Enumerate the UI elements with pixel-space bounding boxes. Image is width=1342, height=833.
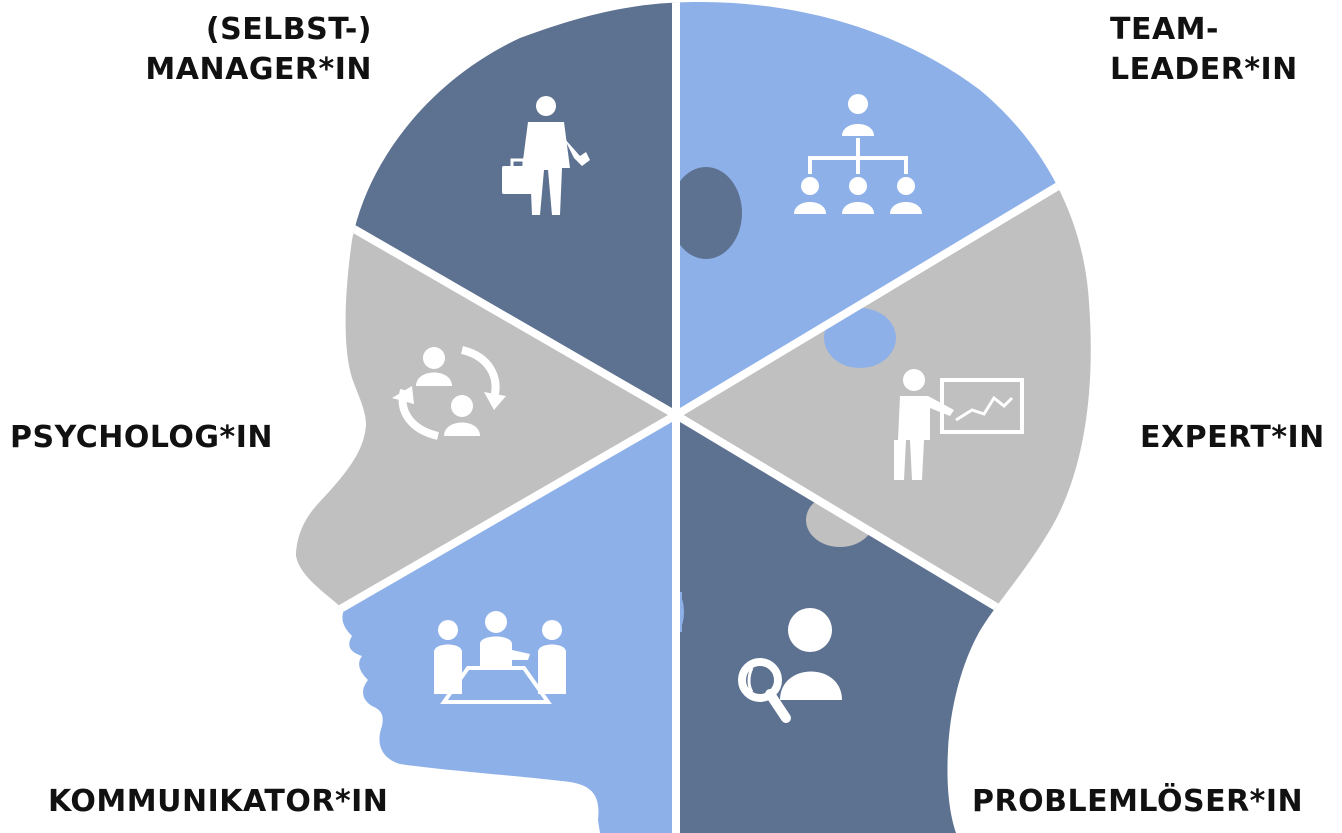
role-label-problemsolver-line-1: PROBLEMLÖSER*IN xyxy=(972,784,1304,819)
role-label-psychologist: PSYCHOLOG*IN xyxy=(10,418,273,458)
role-label-communicator: KOMMUNIKATOR*IN xyxy=(48,782,388,822)
businessman-briefcase-icon xyxy=(502,96,590,215)
knob-communicator-into-problemsolver xyxy=(612,572,684,652)
role-label-expert-line-1: EXPERT*IN xyxy=(1140,420,1325,455)
role-label-manager-line-1: (SELBST-) xyxy=(205,12,372,47)
role-label-teamleader-line-1: TEAM- xyxy=(1110,12,1219,47)
role-label-communicator-line-1: KOMMUNIKATOR*IN xyxy=(48,784,389,819)
role-label-problemsolver: PROBLEMLÖSER*IN xyxy=(972,782,1303,822)
role-label-manager-line-2: MANAGER*IN xyxy=(145,52,372,87)
people-cycle-icon xyxy=(392,346,506,440)
presenter-chart-icon xyxy=(894,369,1024,480)
knob-teamleader-into-expert xyxy=(824,308,896,368)
magnifier-person-icon xyxy=(738,608,842,723)
role-label-manager: (SELBST-) MANAGER*IN xyxy=(140,10,372,90)
role-label-teamleader-line-2: LEADER*IN xyxy=(1110,52,1298,87)
knob-manager-into-teamleader xyxy=(670,167,742,259)
role-label-expert: EXPERT*IN xyxy=(1140,418,1325,458)
role-label-psychologist-line-1: PSYCHOLOG*IN xyxy=(10,420,274,455)
role-label-teamleader: TEAM- LEADER*IN xyxy=(1110,10,1298,90)
meeting-table-icon xyxy=(434,611,566,704)
knob-manager-into-psychologist xyxy=(464,240,536,296)
knob-psychologist-into-communicator xyxy=(444,463,512,517)
org-chart-icon xyxy=(794,94,922,214)
